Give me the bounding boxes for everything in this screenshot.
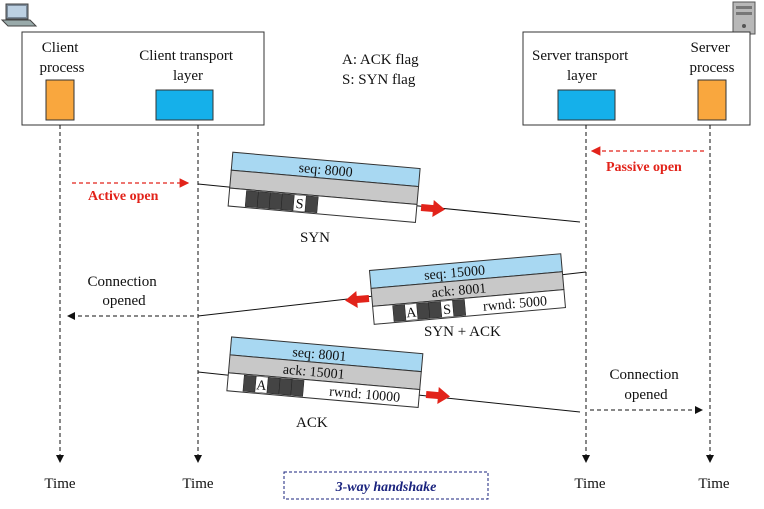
synack-ack: ack: 8001	[431, 281, 487, 301]
ack-direction-arrow	[425, 387, 450, 404]
legend-syn: S: SYN flag	[342, 72, 416, 88]
laptop-icon	[0, 3, 38, 27]
caption-box	[283, 471, 489, 500]
passive-open-label: Passive open	[606, 160, 682, 175]
ack-segment: seq: 8001 ack: 15001 A rwnd: 10000	[226, 336, 424, 409]
ack-flag-a: A	[256, 378, 268, 394]
ack-ack: ack: 15001	[282, 363, 345, 383]
caption: 3-way handshake	[335, 480, 437, 495]
client-transport-block	[155, 89, 214, 121]
syn-direction-arrow	[420, 200, 445, 217]
server-process-label: Server process	[690, 40, 735, 76]
ack-seq: seq: 8001	[292, 345, 347, 365]
synack-flag-a: A	[406, 306, 418, 322]
time-label-client-process: Time	[44, 476, 75, 492]
synack-rwnd: rwnd: 5000	[482, 294, 547, 315]
ack-name: ACK	[296, 415, 328, 431]
synack-seq: seq: 15000	[424, 263, 486, 283]
synack-segment: seq: 15000 ack: 8001 A S rwnd: 5000	[368, 253, 567, 325]
synack-flag-s: S	[443, 303, 452, 319]
connection-opened-left-label: Connection opened	[88, 274, 161, 309]
server-transport-block	[557, 89, 616, 121]
server-transport-label: Server transport layer	[532, 48, 632, 84]
syn-segment: seq: 8000 S	[227, 151, 421, 223]
legend-ack: A: ACK flag	[342, 52, 419, 68]
connection-opened-right-label: Connection opened	[610, 367, 683, 403]
syn-name: SYN	[300, 230, 330, 246]
server-process-block	[697, 79, 727, 121]
syn-flag-s: S	[295, 197, 304, 213]
server-tower-icon	[732, 1, 756, 35]
client-process-label: Client process	[40, 40, 85, 76]
active-open-label: Active open	[88, 189, 159, 204]
time-label-server-process: Time	[698, 476, 729, 492]
client-process-block	[45, 79, 75, 121]
time-label-client-transport: Time	[182, 476, 213, 492]
synack-name: SYN + ACK	[424, 324, 501, 340]
syn-seq: seq: 8000	[298, 161, 353, 181]
ack-rwnd: rwnd: 10000	[328, 385, 400, 406]
client-transport-label: Client transport layer	[139, 48, 237, 84]
time-label-server-transport: Time	[574, 476, 605, 492]
synack-direction-arrow	[345, 291, 370, 308]
